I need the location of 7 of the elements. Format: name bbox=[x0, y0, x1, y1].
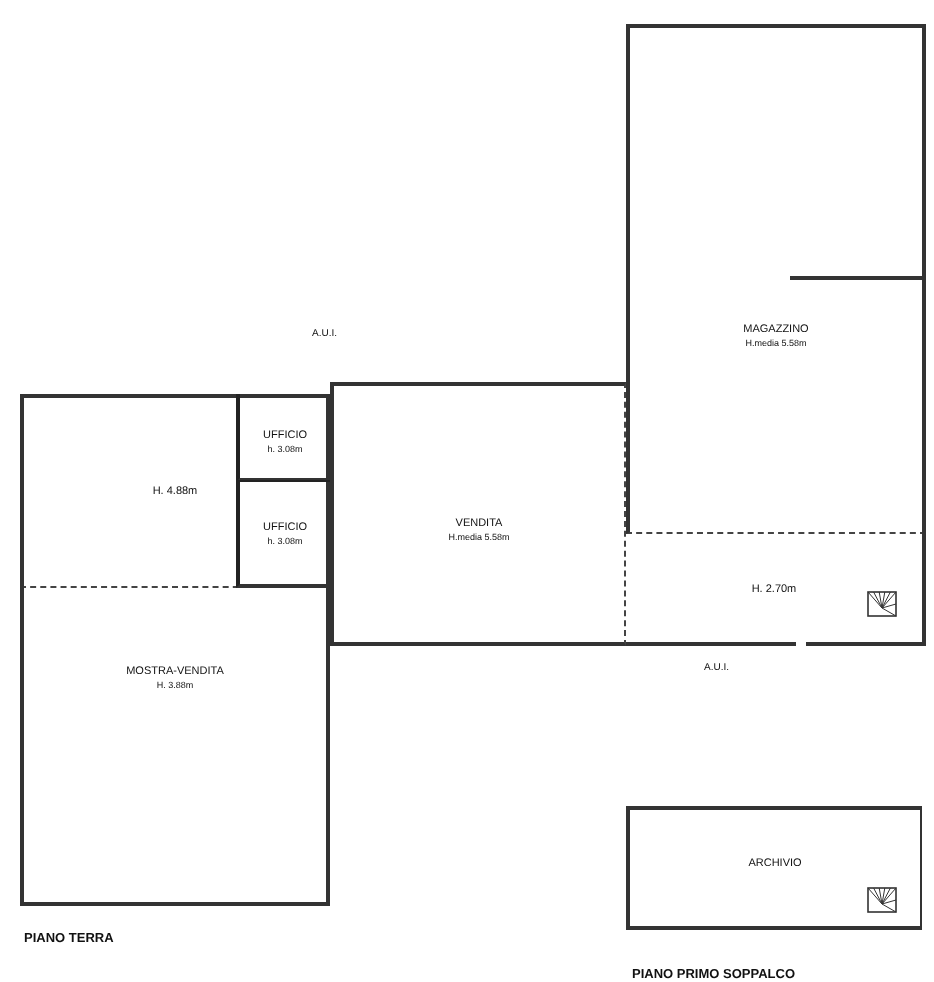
room-outline bbox=[330, 382, 626, 646]
room-outline bbox=[236, 480, 330, 588]
room-outline bbox=[20, 586, 330, 906]
room-outline bbox=[20, 394, 330, 588]
room-outline bbox=[236, 394, 330, 482]
room-outline bbox=[626, 24, 926, 534]
room-outline bbox=[626, 806, 922, 930]
